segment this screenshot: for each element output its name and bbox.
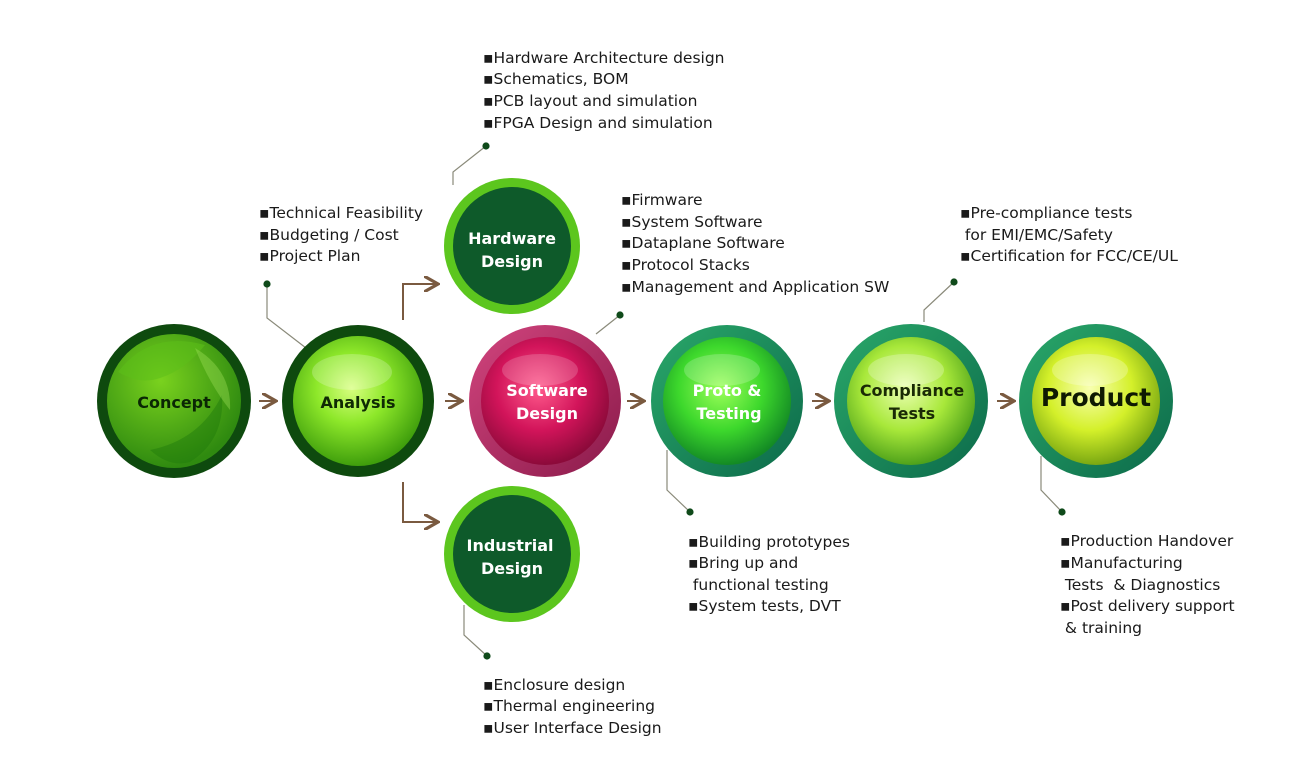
note-line: ▪Technical Feasibility bbox=[259, 204, 423, 222]
arrow-analysis-industrial bbox=[402, 482, 436, 522]
industrial-label-line1: Industrial bbox=[466, 536, 553, 555]
proto-connector bbox=[666, 450, 691, 513]
connectors bbox=[266, 145, 1063, 657]
note-line: ▪PCB layout and simulation bbox=[483, 92, 697, 110]
note-line: ▪Bring up and bbox=[688, 554, 798, 572]
note-line: ▪Dataplane Software bbox=[621, 234, 785, 252]
note-line: Tests & Diagnostics bbox=[1060, 576, 1220, 594]
compliance-notes: ▪Pre-compliance tests for EMI/EMC/Safety… bbox=[960, 204, 1178, 265]
hardware-dot bbox=[482, 142, 490, 150]
analysis-notes: ▪Technical Feasibility ▪Budgeting / Cost… bbox=[259, 204, 428, 265]
note-line: ▪Management and Application SW bbox=[621, 278, 889, 296]
proto-dot bbox=[686, 508, 694, 516]
flow-arrows bbox=[259, 284, 1012, 522]
proto-label-line2: Testing bbox=[696, 404, 761, 423]
note-line: ▪Protocol Stacks bbox=[621, 256, 750, 274]
note-line: ▪Certification for FCC/CE/UL bbox=[960, 247, 1178, 265]
stage-hardware: Hardware Design bbox=[444, 178, 580, 314]
industrial-notes: ▪Enclosure design ▪Thermal engineering ▪… bbox=[483, 676, 662, 737]
software-notes: ▪Firmware ▪System Software ▪Dataplane So… bbox=[621, 191, 889, 296]
note-line: ▪Hardware Architecture design bbox=[483, 49, 725, 67]
software-label-line1: Software bbox=[506, 381, 588, 400]
note-line: ▪Production Handover bbox=[1060, 532, 1234, 550]
note-line: ▪Schematics, BOM bbox=[483, 70, 629, 88]
proto-notes: ▪Building prototypes ▪Bring up and funct… bbox=[688, 533, 855, 615]
arrow-analysis-hardware bbox=[402, 284, 436, 320]
note-line: for EMI/EMC/Safety bbox=[960, 226, 1113, 244]
analysis-dot bbox=[263, 280, 271, 288]
hardware-notes: ▪Hardware Architecture design ▪Schematic… bbox=[483, 49, 729, 132]
software-label-line2: Design bbox=[516, 404, 578, 423]
hardware-label-line2: Design bbox=[481, 252, 543, 271]
note-line: ▪Budgeting / Cost bbox=[259, 226, 399, 244]
stage-software: Software Design bbox=[469, 325, 621, 477]
note-line: ▪FPGA Design and simulation bbox=[483, 114, 713, 132]
software-connector bbox=[595, 314, 621, 335]
software-dot bbox=[616, 311, 624, 319]
industrial-label-line2: Design bbox=[481, 559, 543, 578]
note-line: & training bbox=[1060, 619, 1142, 637]
stage-product: Product bbox=[1019, 324, 1173, 478]
analysis-label: Analysis bbox=[320, 393, 395, 412]
industrial-connector bbox=[463, 605, 488, 657]
hardware-connector bbox=[452, 145, 487, 185]
note-line: ▪Manufacturing bbox=[1060, 554, 1183, 572]
product-dot bbox=[1058, 508, 1066, 516]
note-line: ▪Firmware bbox=[621, 191, 703, 209]
compliance-connector bbox=[923, 281, 955, 322]
hardware-label-line1: Hardware bbox=[468, 229, 556, 248]
stage-proto: Proto & Testing bbox=[651, 325, 803, 477]
note-line: ▪Post delivery support bbox=[1060, 597, 1235, 615]
stage-analysis: Analysis bbox=[282, 325, 434, 477]
note-line: functional testing bbox=[688, 576, 829, 594]
note-line: ▪User Interface Design bbox=[483, 719, 662, 737]
note-line: ▪Building prototypes bbox=[688, 533, 850, 551]
compliance-dot bbox=[950, 278, 958, 286]
stage-concept: Concept bbox=[97, 324, 251, 478]
note-line: ▪Enclosure design bbox=[483, 676, 625, 694]
stage-compliance: Compliance Tests bbox=[834, 324, 988, 478]
proto-label-line1: Proto & bbox=[693, 381, 762, 400]
concept-label: Concept bbox=[137, 393, 211, 412]
note-line: ▪System Software bbox=[621, 213, 763, 231]
analysis-connector bbox=[266, 284, 307, 349]
note-line: ▪Thermal engineering bbox=[483, 697, 655, 715]
product-notes: ▪Production Handover ▪Manufacturing Test… bbox=[1060, 532, 1239, 637]
note-line: ▪System tests, DVT bbox=[688, 597, 841, 615]
product-connector bbox=[1040, 456, 1063, 513]
compliance-label-line1: Compliance bbox=[860, 381, 965, 400]
note-line: ▪Pre-compliance tests bbox=[960, 204, 1132, 222]
stage-industrial: Industrial Design bbox=[444, 486, 580, 622]
connector-dots bbox=[263, 142, 1066, 660]
product-label: Product bbox=[1041, 383, 1151, 412]
industrial-dot bbox=[483, 652, 491, 660]
note-line: ▪Project Plan bbox=[259, 247, 360, 265]
compliance-label-line2: Tests bbox=[889, 404, 935, 423]
